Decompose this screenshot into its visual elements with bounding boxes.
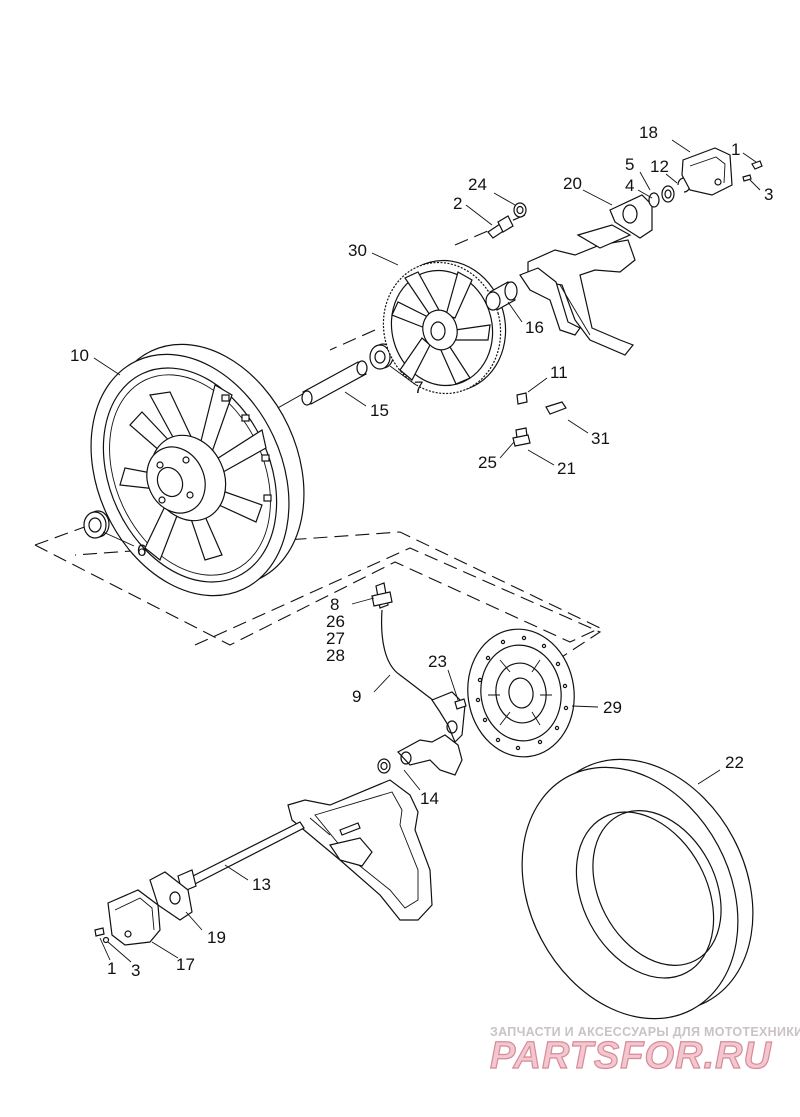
callout-label: 3 — [764, 185, 773, 204]
axle-cover-left — [107, 889, 161, 946]
callout-label: 30 — [348, 241, 367, 260]
cover-screws-left — [94, 927, 110, 944]
callout-label: 11 — [550, 363, 568, 382]
callout-label: 20 — [563, 174, 582, 193]
callout-label: 4 — [625, 176, 634, 195]
watermark: ЗАПЧАСТИ И АКСЕССУАРЫ ДЛЯ МОТОТЕХНИКИ PA… — [489, 1025, 800, 1078]
washers-nuts — [648, 177, 691, 208]
callout-label: 25 — [478, 453, 497, 472]
callout-label: 12 — [650, 157, 669, 176]
callout-label: 8 — [330, 595, 339, 614]
callout-label: 5 — [625, 155, 634, 174]
callout-label: 27 — [326, 629, 345, 648]
adjuster-bolt — [487, 202, 527, 239]
swingarm-left — [287, 779, 433, 921]
callout-label: 21 — [557, 459, 576, 478]
callout-label: 17 — [176, 955, 195, 974]
rear-axle — [177, 821, 305, 893]
callout-label: 2 — [453, 194, 462, 213]
disc-vent-holes — [475, 635, 569, 751]
callout-label: 23 — [428, 652, 447, 671]
callout-label: 9 — [352, 687, 361, 706]
callout-label: 22 — [725, 753, 744, 772]
callout-label: 24 — [468, 175, 487, 194]
small-hardware — [512, 392, 567, 447]
rear-wheel — [90, 343, 305, 597]
callout-label: 16 — [525, 318, 544, 337]
callout-label: 3 — [131, 961, 140, 980]
callout-label: 6 — [137, 541, 146, 560]
callout-label: 15 — [370, 401, 389, 420]
callout-label: 7 — [414, 378, 423, 397]
watermark-logo: PARTSFOR.RU — [490, 1035, 772, 1077]
rim-bolts — [221, 394, 272, 502]
axle-adjuster — [609, 194, 653, 239]
leader-lines — [93, 139, 761, 963]
callout-label: 28 — [326, 646, 345, 665]
cover-screws-right — [742, 160, 763, 182]
rear-sprocket — [382, 259, 507, 395]
axle-spacer-tube — [301, 360, 368, 406]
wheel-seal — [83, 510, 110, 539]
brake-disc — [467, 628, 575, 758]
swingarm-section — [519, 224, 636, 356]
callout-numbers: 1 18 5 12 4 3 20 24 2 30 16 10 7 15 11 3… — [70, 123, 773, 980]
callout-label: 14 — [420, 789, 439, 808]
callout-label: 13 — [252, 875, 271, 894]
callout-label: 1 — [107, 959, 116, 978]
wheel-speed-sensor — [371, 582, 466, 744]
dashed-group-boundary — [34, 214, 602, 669]
callout-label: 10 — [70, 346, 89, 365]
axle-cover-right — [681, 147, 733, 196]
callout-label: 18 — [639, 123, 658, 142]
caliper-bracket — [377, 734, 463, 776]
rear-tire — [521, 758, 754, 1020]
watermark-tagline: ЗАПЧАСТИ И АКСЕССУАРЫ ДЛЯ МОТОТЕХНИКИ — [490, 1025, 800, 1039]
callout-label: 26 — [326, 612, 345, 631]
sensor-screw — [454, 698, 467, 710]
callout-label: 29 — [603, 698, 622, 717]
callout-label: 1 — [731, 140, 740, 159]
callout-label: 31 — [591, 429, 610, 448]
callout-label: 19 — [207, 928, 226, 947]
